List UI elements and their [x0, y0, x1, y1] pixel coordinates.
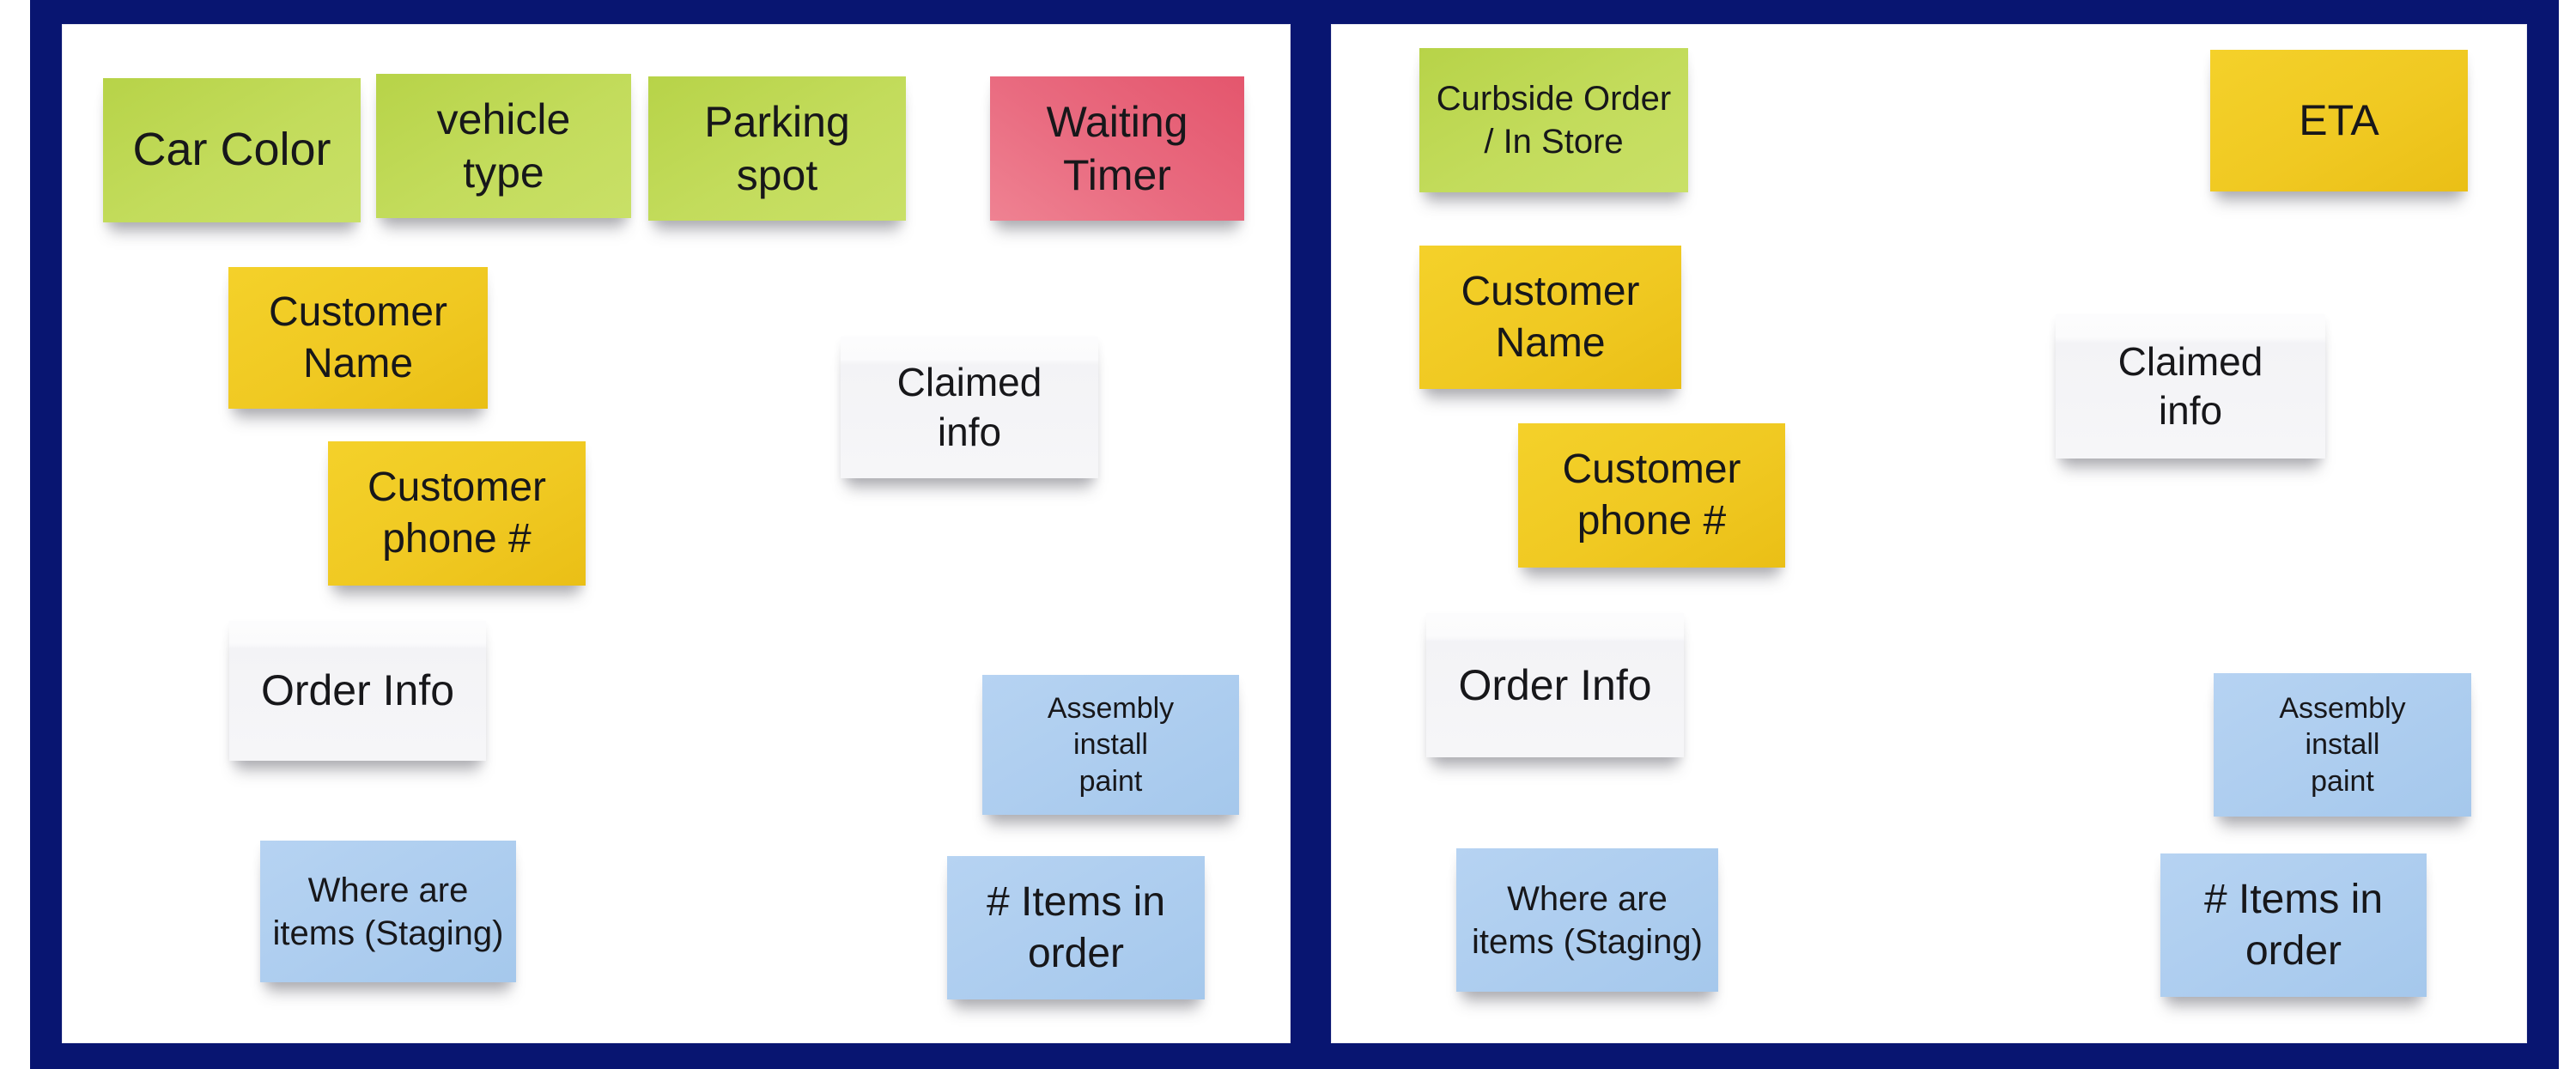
sticky-note-text: Timer [1063, 151, 1171, 199]
sticky-note-eta[interactable]: ETA [2210, 50, 2468, 191]
sticky-note-text: # Items in [986, 878, 1166, 925]
sticky-note-car-color[interactable]: Car Color [103, 78, 361, 222]
sticky-note-text: Customer [367, 465, 547, 510]
sticky-note-text: / In Store [1484, 123, 1624, 161]
sticky-note-text: Assembly [1047, 691, 1175, 725]
sticky-note-text: Customer [1562, 446, 1741, 492]
sticky-note-text: Waiting [1046, 97, 1188, 146]
sticky-note-text: Car Color [132, 124, 331, 176]
sticky-note-text: items (Staging) [272, 914, 504, 952]
sticky-note-text: phone # [1577, 498, 1727, 544]
sticky-note-text: paint [2311, 764, 2374, 798]
sticky-note-text: Order Info [1458, 660, 1652, 709]
sticky-note-text: info [937, 409, 1002, 454]
sticky-note-text: Customer [1461, 268, 1640, 314]
sticky-note-curbside-or-in-store[interactable]: Curbside Order / In Store [1419, 48, 1688, 192]
sticky-note-text: Curbside Order [1436, 80, 1672, 118]
sticky-note-parking-spot[interactable]: Parking spot [648, 76, 906, 221]
sticky-note-text: spot [736, 151, 818, 199]
sticky-note-text: ETA [2299, 96, 2379, 145]
sticky-note-text: Customer [268, 289, 448, 335]
sticky-note-vehicle-type[interactable]: vehicle type [376, 74, 631, 218]
sticky-note-where-are-items[interactable]: Where are items (Staging) [260, 841, 516, 982]
sticky-note-text: info [2158, 388, 2223, 433]
sticky-note-text: paint [1078, 764, 1143, 798]
sticky-note-text: Name [1495, 319, 1606, 366]
sticky-note-order-info[interactable]: Order Info [229, 621, 486, 761]
sticky-note-text: vehicle [436, 94, 571, 143]
sticky-note-text: Where are [307, 871, 469, 909]
sticky-note-text: install [1073, 728, 1148, 762]
sticky-note-text: Where are [1507, 879, 1668, 918]
sticky-note-claimed-info[interactable]: Claimed info [841, 337, 1098, 478]
sticky-note-text: order [2245, 927, 2342, 974]
sticky-note-text: Name [302, 340, 414, 386]
sticky-note-customer-phone[interactable]: Customer phone # [328, 441, 586, 586]
sticky-note-order-info[interactable]: Order Info [1426, 613, 1684, 757]
sticky-note-text: phone # [382, 516, 532, 562]
sticky-note-items-in-order[interactable]: # Items in order [947, 856, 1205, 999]
sticky-note-text: items (Staging) [1472, 922, 1703, 961]
sticky-note-text: order [1027, 930, 1125, 976]
sticky-note-text: Order Info [260, 666, 455, 715]
sticky-note-text: type [463, 149, 544, 197]
sticky-note-text: Parking [704, 97, 850, 146]
sticky-note-text: install [2305, 728, 2380, 762]
sticky-note-customer-phone[interactable]: Customer phone # [1518, 423, 1785, 568]
sticky-note-text: Claimed [896, 360, 1042, 404]
sticky-note-text: Claimed [2117, 338, 2263, 384]
sticky-note-text: # Items in [2203, 876, 2384, 922]
sticky-note-items-in-order[interactable]: # Items in order [2160, 853, 2427, 997]
sticky-note-text: Assembly [2279, 691, 2406, 725]
sticky-note-where-are-items[interactable]: Where are items (Staging) [1456, 848, 1718, 992]
